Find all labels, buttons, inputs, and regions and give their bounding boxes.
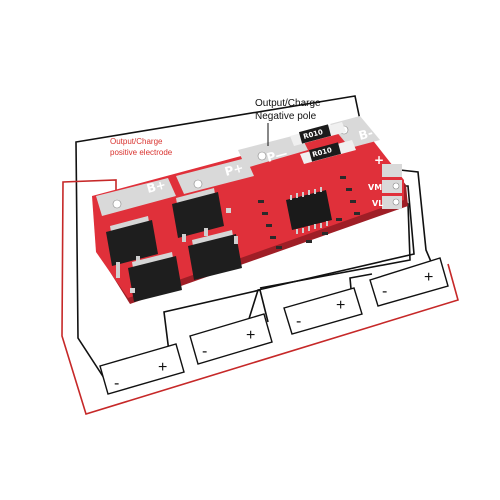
mosfet-2	[172, 188, 224, 242]
cell-3-minus: -	[296, 313, 301, 330]
hole-1	[112, 199, 122, 209]
pad-label-b-plus: B+	[145, 177, 167, 195]
battery-cell-4: - +	[369, 257, 449, 307]
hole-2	[193, 179, 203, 189]
shunt-resistor-top: R010	[290, 122, 346, 146]
cell-1-plus: +	[158, 359, 167, 376]
pcb-board: B+ P+ P— B- R010 R010	[92, 116, 408, 304]
battery-cell-2: - +	[189, 313, 273, 365]
side-pad-label-vm: VM	[368, 183, 382, 192]
pad-label-b-minus: B-	[357, 126, 374, 143]
mosfet-4	[188, 230, 242, 280]
positive-callout-line2: positive electrode	[110, 148, 173, 157]
cell-2-minus: -	[202, 343, 207, 360]
wire-b-plus	[61, 179, 459, 415]
mosfet-1	[106, 216, 158, 270]
cell-3-plus: +	[336, 297, 345, 314]
positive-callout-line1: Output/Charge	[110, 137, 163, 146]
passive-components	[130, 176, 360, 293]
shunt-resistor-bottom: R010	[300, 140, 356, 164]
pad-label-p-minus: P—	[265, 146, 289, 165]
side-pads	[382, 164, 402, 209]
wire-cell1-cell2	[163, 289, 269, 361]
wire-balance-plus	[399, 169, 433, 265]
cell-4-minus: -	[382, 283, 387, 300]
battery-cell-3: - +	[283, 287, 363, 335]
wire-b-minus	[75, 95, 361, 379]
pad-label-p-plus: P+	[223, 160, 245, 178]
negative-callout-line2: Negative pole	[255, 111, 317, 122]
control-ic	[286, 187, 332, 234]
battery-cells: - + - + - + - +	[99, 257, 449, 395]
cell-4-plus: +	[424, 269, 433, 286]
battery-cell-1: - +	[99, 343, 185, 395]
cell-1-minus: -	[114, 375, 119, 392]
pad-strip-p-minus	[238, 134, 308, 168]
side-pad-label-plus: +	[374, 153, 384, 167]
negative-callout-line1: Output/Charge	[255, 98, 321, 109]
cell-2-plus: +	[246, 327, 255, 344]
side-pad-label-vl: VL	[372, 199, 383, 208]
hole-3	[257, 151, 267, 161]
mosfet-3	[116, 252, 182, 302]
